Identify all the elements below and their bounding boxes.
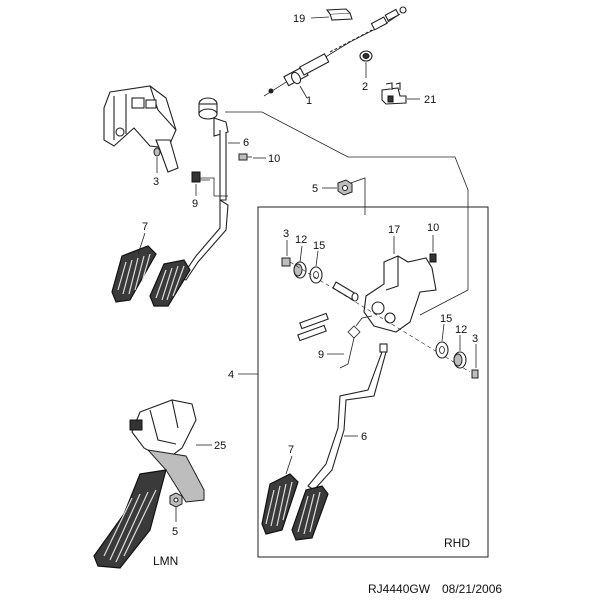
grommet-2	[359, 50, 373, 62]
callout-9-box: 9	[318, 349, 324, 361]
nut-5-upper	[337, 179, 353, 196]
clip-3-box-right	[471, 369, 479, 379]
drawing-date: 08/21/2006	[442, 582, 502, 596]
pedal-pad-7-upper-right	[149, 259, 191, 307]
variant-label-rhd: RHD	[444, 536, 470, 550]
pedal-arm-6-box	[307, 343, 388, 491]
callout-12-box-left: 12	[295, 234, 307, 246]
callout-25: 25	[214, 440, 226, 452]
callout-10-box: 10	[427, 222, 439, 234]
pedal-bracket-lhd	[103, 85, 179, 173]
pedal-pad-7-box-left	[261, 473, 299, 535]
drawing-id: RJ4440GW	[368, 582, 431, 596]
clip-3-box-left	[281, 257, 291, 267]
assembly-leader-lines	[225, 111, 469, 375]
callout-7-upper: 7	[142, 221, 148, 233]
callout-19: 19	[293, 13, 305, 25]
bracket-clip-21	[381, 82, 407, 105]
throttle-cable	[263, 6, 407, 97]
pedal-arm-6-upper	[180, 97, 229, 281]
washer-15-right	[435, 341, 449, 359]
callout-7-box: 7	[288, 444, 294, 456]
bushing-12-left	[293, 261, 307, 279]
return-spring-9-box	[297, 312, 373, 369]
callout-6-box: 6	[361, 431, 367, 443]
pedal-bracket-17	[363, 253, 437, 333]
rhd-detail-frame	[257, 206, 489, 558]
callout-17: 17	[388, 224, 400, 236]
callout-12-box-right: 12	[455, 324, 467, 336]
callout-15-box-right: 15	[440, 313, 452, 325]
cable-clip-19	[325, 8, 353, 21]
callout-15-box-left: 15	[313, 240, 325, 252]
pivot-pin	[332, 281, 359, 302]
nut-5-bottom	[169, 492, 183, 508]
accelerator-pedal-25	[93, 399, 205, 569]
callout-3-upper: 3	[153, 176, 159, 188]
clip-3-upper	[153, 147, 161, 157]
callout-10-upper: 10	[268, 153, 280, 165]
bolt-10-upper	[238, 153, 252, 161]
callout-9-upper: 9	[192, 198, 198, 210]
callout-21: 21	[424, 94, 436, 106]
callout-5-bottom: 5	[172, 526, 178, 538]
pedal-pad-7-upper-left	[111, 245, 157, 303]
washer-15-left	[309, 266, 323, 284]
callout-4: 4	[228, 369, 234, 381]
return-spring-9-upper	[191, 171, 228, 197]
callout-5-upper: 5	[312, 183, 318, 195]
callout-1: 1	[306, 95, 312, 107]
callout-2: 2	[362, 81, 368, 93]
callout-6-upper: 6	[243, 137, 249, 149]
bushing-12-right	[453, 351, 467, 369]
variant-label-lmn: LMN	[153, 554, 178, 568]
callout-3-box-right: 3	[472, 333, 478, 345]
pedal-pad-7-box-right	[291, 485, 329, 541]
callout-3-box-left: 3	[283, 228, 289, 240]
